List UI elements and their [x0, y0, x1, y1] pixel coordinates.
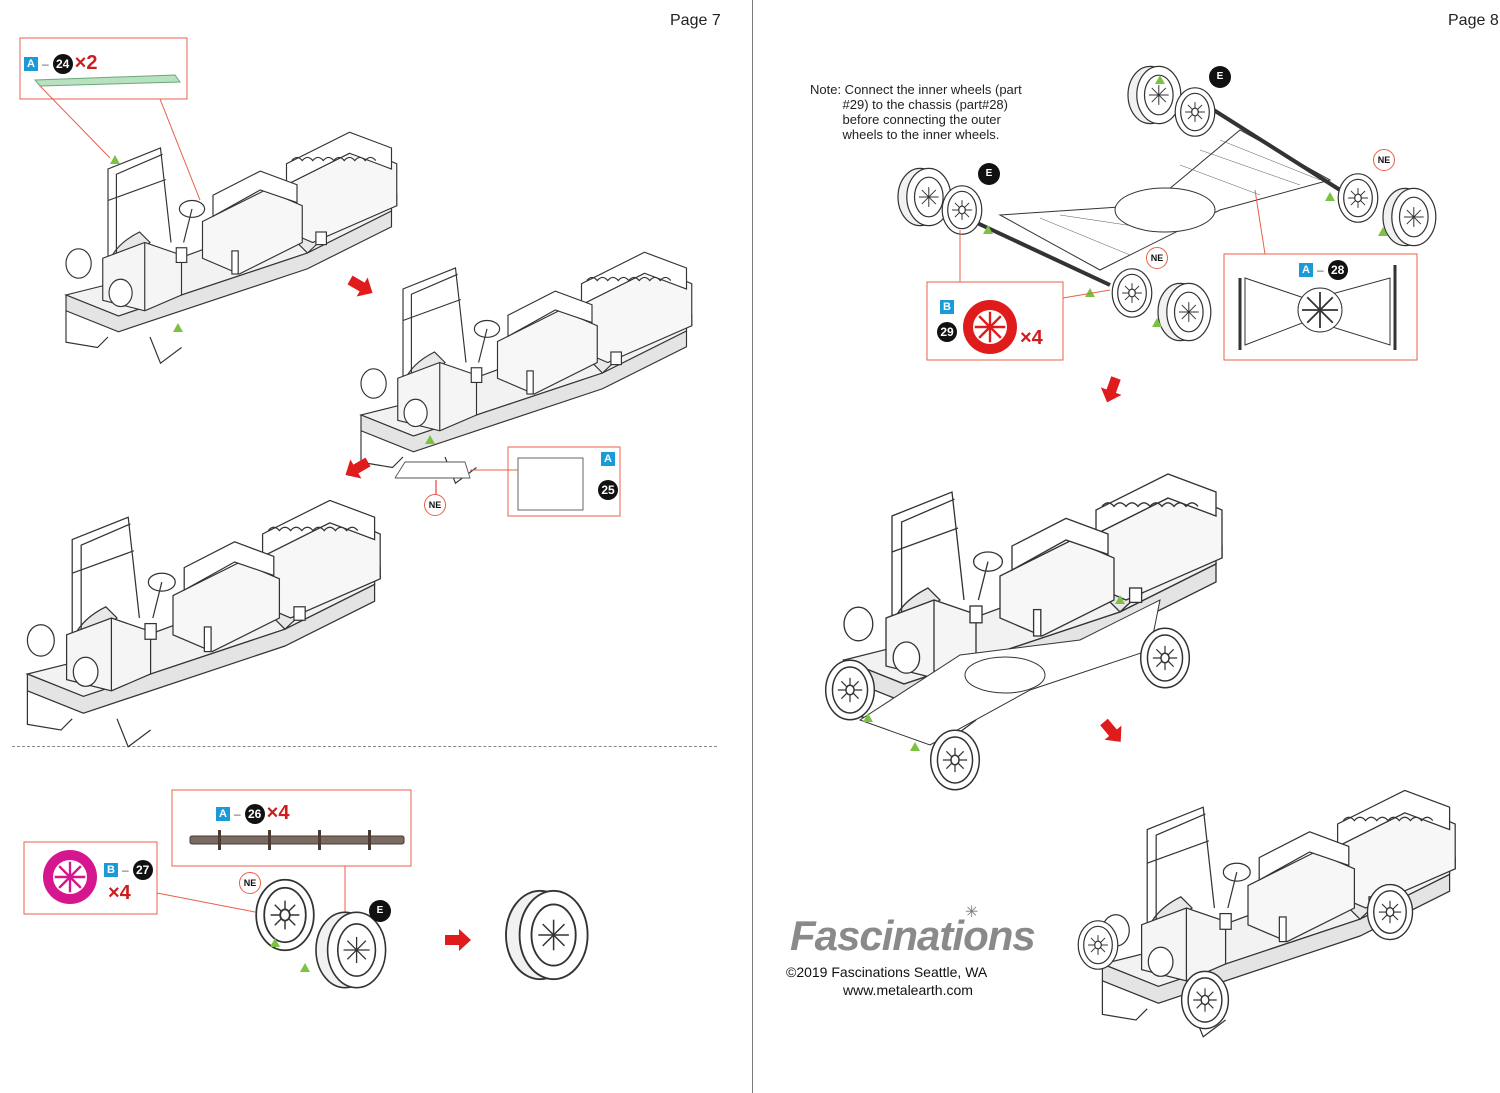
- page-spine: [752, 0, 753, 1093]
- part-number: 27: [132, 860, 153, 880]
- quantity: ×4: [108, 882, 131, 904]
- part-number: 29: [937, 322, 957, 342]
- brand-logo: Fascinations: [790, 912, 1036, 959]
- sheet-tag: A: [1299, 263, 1313, 277]
- page-8: Page 8: [753, 0, 1500, 1093]
- atom-icon: ✳: [965, 904, 979, 921]
- part-number: 28: [1327, 260, 1348, 280]
- callout-part-29-qty: ×4: [1020, 327, 1043, 350]
- quantity: ×4: [1020, 327, 1043, 349]
- sheet-tag: B: [940, 300, 954, 314]
- page-number-7: Page 7: [670, 12, 721, 29]
- separator: –: [1316, 263, 1324, 277]
- separator: –: [233, 806, 241, 821]
- copyright-text: ©2019 Fascinations Seattle, WA: [786, 964, 988, 980]
- e-badge: E: [1209, 66, 1231, 88]
- callout-part-26: A – 26 ×4: [216, 802, 289, 825]
- callout-part-28: A – 28: [1299, 260, 1348, 280]
- callout-part-24: A – 24 ×2: [24, 52, 97, 75]
- callout-part-27: B – 27: [104, 860, 153, 880]
- ne-badge: NE: [424, 494, 446, 516]
- part-number: 26: [244, 803, 265, 824]
- sheet-tag: B: [104, 863, 118, 877]
- separator: –: [41, 56, 49, 71]
- part-number: 25: [598, 480, 618, 500]
- quantity: ×4: [266, 802, 290, 824]
- sheet-tag: A: [216, 806, 230, 821]
- ne-badge: NE: [239, 872, 261, 894]
- ne-badge: NE: [1373, 149, 1395, 171]
- ne-badge: NE: [1146, 247, 1168, 269]
- sheet-tag: A: [601, 452, 615, 466]
- page-7: Page 7: [12, 12, 721, 747]
- separator: –: [121, 863, 129, 877]
- section-divider: [12, 746, 717, 747]
- quantity: ×2: [74, 52, 98, 74]
- sheet-tag: A: [24, 56, 38, 71]
- e-badge: E: [369, 900, 391, 922]
- callout-part-29: B 29: [937, 300, 957, 342]
- part-number: 24: [52, 53, 73, 74]
- callout-part-25: A 25: [598, 452, 618, 500]
- e-badge: E: [978, 163, 1000, 185]
- website-text: www.metalearth.com: [843, 982, 973, 998]
- page-number-8: Page 8: [1448, 12, 1499, 29]
- assembly-note: Note: Connect the inner wheels (part #29…: [810, 82, 1022, 142]
- callout-part-27-qty: ×4: [108, 882, 131, 905]
